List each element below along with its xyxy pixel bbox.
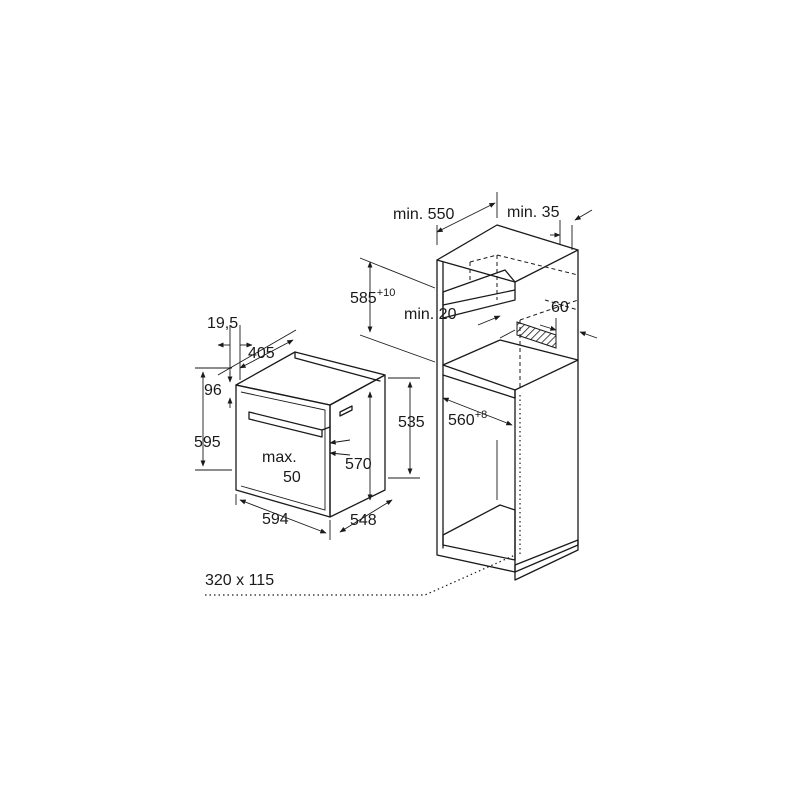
label-96: 96 [204, 382, 222, 399]
cabinet-dimensions [359, 192, 598, 426]
label-585: 585+10 [350, 287, 395, 307]
label-560: 560+8 [448, 409, 487, 429]
label-max: max. [262, 449, 297, 466]
label-570: 570 [345, 456, 372, 473]
oven-dimensions [195, 325, 420, 540]
label-min-20: min. 20 [404, 306, 457, 323]
label-min-550: min. 550 [393, 206, 454, 223]
label-min-35: min. 35 [507, 204, 560, 221]
vent-leader [205, 554, 516, 596]
label-535: 535 [398, 414, 425, 431]
cabinet-drawing [436, 224, 579, 581]
labels: 19,5 405 96 595 max. 50 570 535 594 548 … [194, 204, 569, 589]
label-vent-cutout: 320 x 115 [205, 572, 274, 589]
label-60: 60 [551, 299, 569, 316]
label-405: 405 [248, 345, 275, 362]
label-594: 594 [262, 511, 289, 528]
label-595: 595 [194, 434, 221, 451]
label-548: 548 [350, 512, 377, 529]
label-50: 50 [283, 469, 301, 486]
label-19-5: 19,5 [207, 315, 238, 332]
oven-drawing [235, 351, 386, 518]
